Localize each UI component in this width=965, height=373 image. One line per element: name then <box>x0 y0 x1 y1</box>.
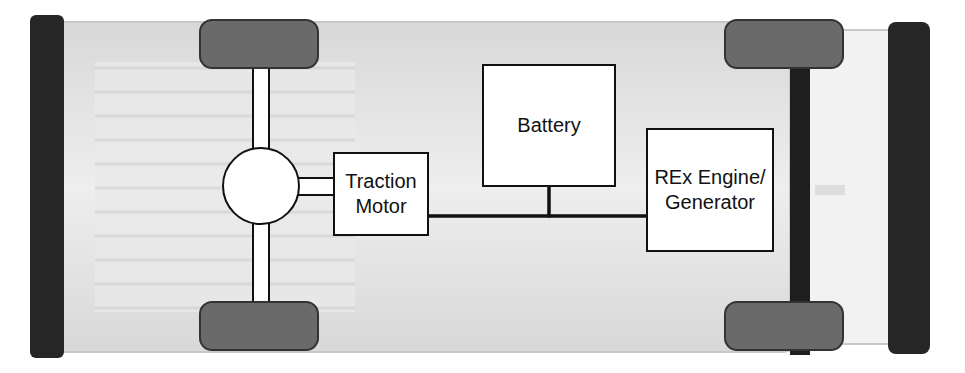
battery-box: Battery <box>482 64 616 187</box>
box-label: Traction Motor <box>341 169 421 219</box>
motor-box: Traction Motor <box>333 152 429 236</box>
generator-box: REx Engine/ Generator <box>646 128 774 252</box>
power-line <box>429 215 646 218</box>
power-line <box>549 187 646 216</box>
box-label: Battery <box>517 113 580 138</box>
power-line <box>429 187 549 216</box>
box-label: REx Engine/ Generator <box>654 165 766 215</box>
